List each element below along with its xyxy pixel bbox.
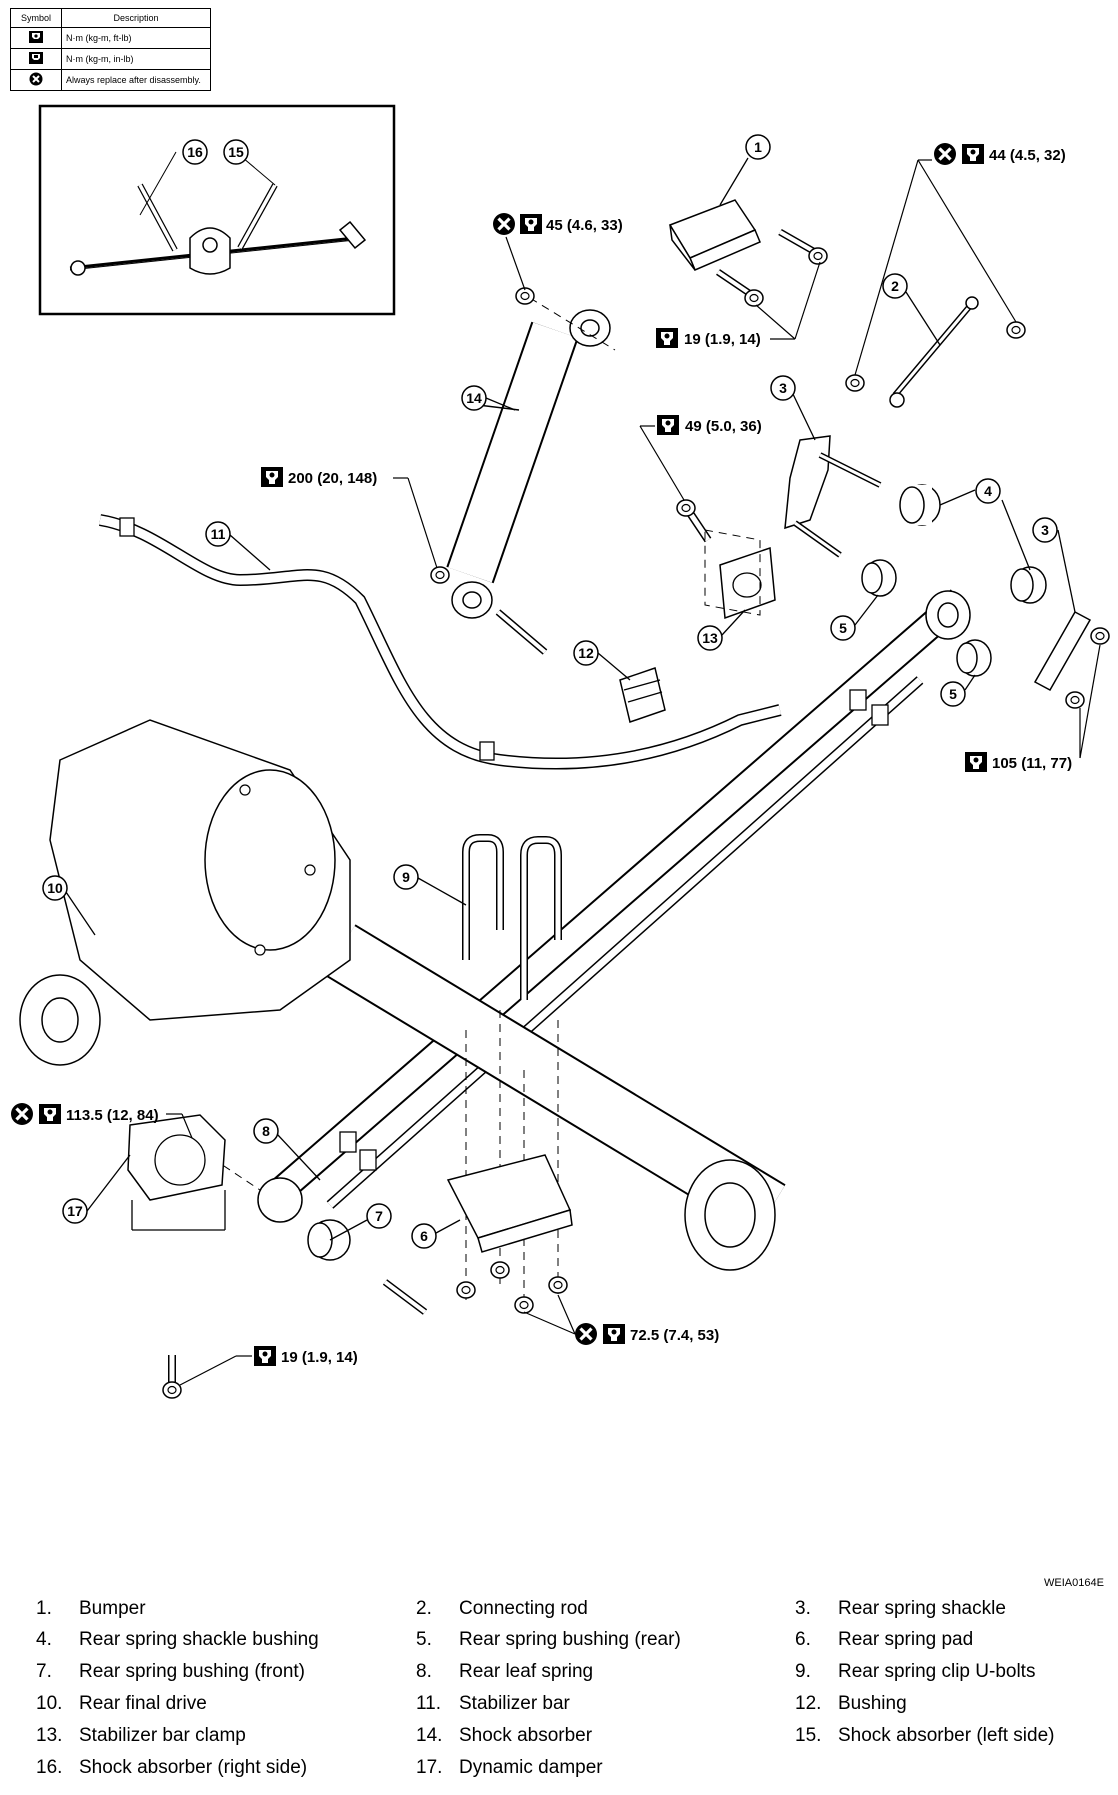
svg-text:8: 8 bbox=[262, 1123, 270, 1139]
callout-5-upper: 5 bbox=[830, 594, 879, 641]
svg-text:15: 15 bbox=[228, 144, 244, 160]
callout-3-lower: 3 bbox=[1032, 517, 1076, 613]
svg-text:45 (4.6, 33): 45 (4.6, 33) bbox=[546, 217, 623, 234]
torque-19-lower: 19 (1.9, 14) bbox=[179, 1346, 358, 1386]
inset-box bbox=[38, 104, 396, 316]
callout-5-lower: 5 bbox=[940, 674, 976, 707]
svg-text:10: 10 bbox=[47, 880, 63, 896]
rear-spring-pad bbox=[446, 1154, 573, 1253]
callout-11: 11 bbox=[205, 521, 271, 571]
rear-spring-shackle-upper bbox=[784, 435, 882, 558]
svg-text:2: 2 bbox=[891, 278, 899, 294]
svg-text:19 (1.9, 14): 19 (1.9, 14) bbox=[281, 1349, 358, 1366]
callout-7: 7 bbox=[329, 1203, 392, 1241]
callout-4: 4 bbox=[939, 478, 1031, 571]
symbol-table: Symbol Description N·m (kg-m, ft-lb) N·m… bbox=[10, 8, 211, 91]
torque-wrench-inlb-icon bbox=[10, 48, 62, 70]
svg-text:14: 14 bbox=[466, 390, 482, 406]
torque-19-upper: 19 (1.9, 14) bbox=[656, 261, 821, 348]
svg-text:7: 7 bbox=[375, 1208, 383, 1224]
rear-axle-tube bbox=[324, 924, 786, 1271]
callout-16: 16 bbox=[182, 139, 208, 165]
callout-15: 15 bbox=[223, 139, 249, 165]
rear-final-drive bbox=[19, 719, 351, 1066]
stabilizer-bar bbox=[98, 514, 782, 770]
callout-13: 13 bbox=[697, 609, 746, 651]
svg-text:113.5 (12, 84): 113.5 (12, 84) bbox=[66, 1107, 159, 1124]
svg-text:105 (11, 77): 105 (11, 77) bbox=[992, 755, 1072, 772]
svg-text:3: 3 bbox=[1041, 522, 1049, 538]
svg-text:17: 17 bbox=[67, 1203, 83, 1219]
callouts: 1 2 3 3 4 5 5 bbox=[42, 134, 1076, 1249]
callout-6: 6 bbox=[411, 1219, 461, 1249]
stabilizer-clamp bbox=[684, 507, 776, 620]
bumper bbox=[668, 199, 817, 298]
torque-44: 44 (4.5, 32) bbox=[854, 141, 1066, 376]
svg-text:16: 16 bbox=[187, 144, 203, 160]
rear-leaf-spring bbox=[257, 589, 971, 1223]
symbol-desc-3: Always replace after disassembly. bbox=[61, 69, 211, 91]
rear-spring-shackle-lower bbox=[1033, 610, 1092, 692]
callout-9: 9 bbox=[393, 864, 467, 906]
callout-12: 12 bbox=[573, 640, 631, 681]
torque-49: 49 (5.0, 36) bbox=[639, 415, 762, 501]
svg-text:11: 11 bbox=[211, 526, 226, 542]
svg-text:5: 5 bbox=[949, 686, 957, 702]
svg-text:4: 4 bbox=[984, 483, 992, 499]
torque-wrench-icon bbox=[10, 27, 62, 49]
svg-text:6: 6 bbox=[420, 1228, 428, 1244]
svg-text:44 (4.5, 32): 44 (4.5, 32) bbox=[989, 147, 1066, 164]
callout-17: 17 bbox=[62, 1154, 131, 1224]
bushing bbox=[619, 667, 666, 723]
dynamic-damper bbox=[127, 1114, 226, 1385]
callout-10: 10 bbox=[42, 875, 96, 936]
svg-text:19 (1.9, 14): 19 (1.9, 14) bbox=[684, 331, 761, 348]
shackle-bushings bbox=[899, 484, 1047, 604]
callout-14: 14 bbox=[461, 385, 516, 411]
rear-spring-bushing-front bbox=[307, 1219, 428, 1315]
u-bolts bbox=[462, 834, 562, 1310]
svg-text:1: 1 bbox=[754, 139, 762, 155]
callout-8: 8 bbox=[253, 1118, 321, 1181]
torque-specs: 45 (4.6, 33) 44 (4.5, 32) 19 (1.9, 14) 4… bbox=[9, 141, 1101, 1386]
svg-text:12: 12 bbox=[578, 645, 594, 661]
svg-text:13: 13 bbox=[702, 630, 718, 646]
replace-x-icon bbox=[10, 69, 62, 91]
torque-72: 72.5 (7.4, 53) bbox=[523, 1294, 719, 1347]
callout-3-upper: 3 bbox=[770, 375, 816, 441]
callout-1: 1 bbox=[719, 134, 771, 206]
svg-text:200 (20, 148): 200 (20, 148) bbox=[288, 470, 377, 487]
torque-45: 45 (4.6, 33) bbox=[491, 211, 623, 291]
torque-105: 105 (11, 77) bbox=[965, 644, 1101, 772]
suspension-exploded-diagram: 1 2 3 3 4 5 5 bbox=[9, 104, 1110, 1399]
svg-text:49 (5.0, 36): 49 (5.0, 36) bbox=[685, 418, 762, 435]
connecting-rod bbox=[889, 296, 979, 408]
rear-spring-bushings-rear bbox=[861, 559, 992, 677]
svg-text:9: 9 bbox=[402, 869, 410, 885]
svg-text:72.5 (7.4, 53): 72.5 (7.4, 53) bbox=[630, 1327, 719, 1344]
torque-113: 113.5 (12, 84) bbox=[9, 1101, 193, 1139]
torque-200: 200 (20, 148) bbox=[261, 467, 438, 569]
svg-text:3: 3 bbox=[779, 380, 787, 396]
figure-code: WEIA0164E bbox=[1044, 1577, 1104, 1589]
svg-text:5: 5 bbox=[839, 620, 847, 636]
callout-2: 2 bbox=[882, 273, 941, 346]
shock-absorber bbox=[446, 297, 616, 655]
